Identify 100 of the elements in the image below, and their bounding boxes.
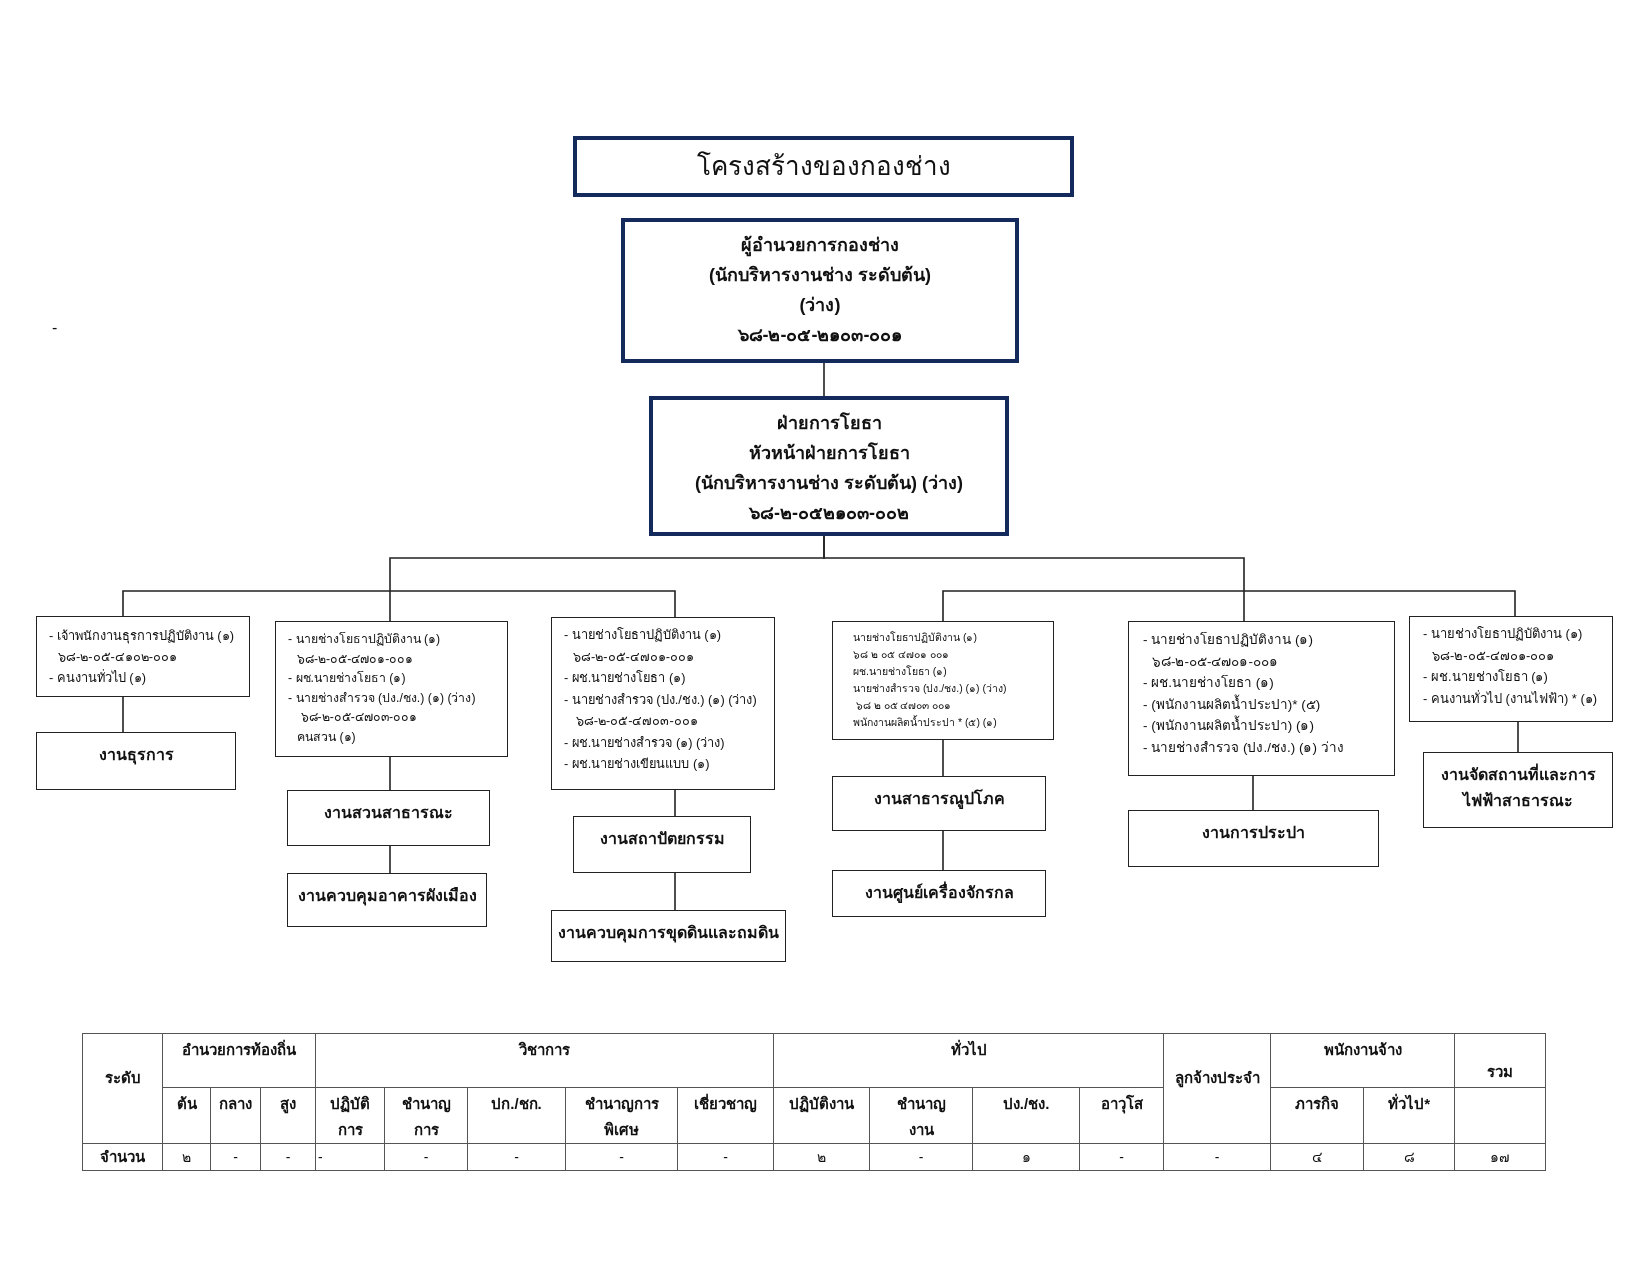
data-cell: -	[260, 1143, 316, 1171]
staff-list-box	[1128, 621, 1395, 776]
staff-list-box	[551, 617, 775, 790]
staff-list-box	[832, 621, 1054, 740]
connector-line	[823, 362, 825, 397]
data-cell: ๒	[162, 1143, 211, 1171]
connector-line	[389, 590, 391, 622]
data-cell: -	[1079, 1143, 1164, 1171]
column-header: พนักงานจ้าง	[1270, 1033, 1455, 1088]
column-header: อำนวยการท้องถิ่น	[162, 1033, 316, 1088]
staff-item: - ผช.นายช่างโยธา (๑)	[1423, 668, 1548, 686]
data-cell: -	[210, 1143, 261, 1171]
data-cell: -	[677, 1143, 774, 1171]
column-header: วิชาการ	[315, 1033, 774, 1088]
position-box	[621, 218, 1019, 363]
unit-box	[287, 873, 487, 927]
data-cell: -	[315, 1143, 385, 1171]
column-header: ชำนาญการพิเศษ	[565, 1087, 678, 1144]
staff-item: ๖๘-๒-๐๕-๔๗๐๑-๐๐๑	[1152, 652, 1278, 671]
staff-item: - คนงานทั่วไป (๑)	[49, 668, 146, 687]
staff-item: ๖๘ ๒ ๐๕ ๔๗๐๑ ๐๐๑	[853, 647, 949, 662]
connector-line	[122, 590, 391, 617]
connector-line	[942, 739, 944, 777]
connector-line	[389, 845, 391, 874]
row-header: จำนวน	[82, 1143, 163, 1171]
connector-line	[389, 590, 676, 618]
staff-item: ๖๘-๒-๐๕-๔๗๐๑-๐๐๑	[1432, 646, 1555, 665]
unit-box	[832, 870, 1046, 917]
unit-name: งานธุรการ	[98, 745, 174, 767]
position-title: (นักบริหารงานช่าง ระดับต้น) (ว่าง)	[695, 472, 963, 495]
column-header: ปง./ชง.	[972, 1087, 1080, 1144]
data-cell: ๔	[1270, 1143, 1364, 1171]
unit-name: งานศูนย์เครื่องจักรกล	[864, 880, 1014, 906]
unit-name: งานควบคุมการขุดดินและถมดิน	[558, 923, 779, 945]
column-header: ชำนาญการ	[384, 1087, 468, 1144]
position-title: ๖๘-๒-๐๕-๒๑๐๓-๐๐๑	[737, 324, 903, 347]
unit-name: งานการประปา	[1202, 823, 1305, 843]
connector-line	[942, 830, 944, 871]
unit-box	[551, 910, 786, 962]
position-title: (นักบริหารงานช่าง ระดับต้น)	[709, 264, 931, 287]
connector-line	[942, 590, 1245, 622]
diagram-title: โครงสร้างของกองช่าง	[573, 136, 1074, 197]
position-title: ผู้อำนวยการกองช่าง	[741, 234, 899, 259]
staff-item: นายช่างสำรวจ (ปง./ชง.) (๑) (ว่าง)	[853, 681, 1007, 696]
column-header: ทั่วไป	[773, 1033, 1164, 1088]
staff-list-box	[275, 621, 508, 757]
staff-item: ๖๘-๒-๐๕-๔๗๐๑-๐๐๑	[297, 650, 414, 668]
staff-item: ๖๘-๒-๐๕-๔๗๐๑-๐๐๑	[573, 647, 695, 666]
column-header: ทั่วไป*	[1363, 1087, 1455, 1144]
unit-name: งานสาธารณูปโภค	[873, 788, 1005, 811]
column-header: ภารกิจ	[1270, 1087, 1364, 1144]
column-header: รวม	[1454, 1033, 1546, 1088]
unit-box	[832, 776, 1046, 831]
unit-name: งานจัดสถานที่และการไฟฟ้าสาธารณะ	[1430, 762, 1606, 814]
unit-name: งานสวนสาธารณะ	[324, 803, 453, 823]
staff-item: - ผช.นายช่างเขียนแบบ (๑)	[564, 755, 710, 773]
data-cell: -	[1163, 1143, 1271, 1171]
unit-name: งานสถาปัตยกรรม	[599, 829, 725, 849]
staff-item: - นายช่างโยธาปฏิบัติงาน (๑)	[288, 631, 441, 648]
data-cell: ๑	[972, 1143, 1080, 1171]
staff-item: ๖๘-๒-๐๕-๔๑๐๒-๐๐๑	[58, 648, 178, 666]
connector-line	[1517, 721, 1519, 753]
connector-line	[122, 696, 124, 733]
staff-item: - ผช.นายช่างสำรวจ (๑) (ว่าง)	[564, 733, 725, 752]
staff-item: ผช.นายช่างโยธา (๑)	[853, 664, 947, 679]
column-header: ปฏิบัติการ	[315, 1087, 385, 1144]
column-header: เชี่ยวชาญ	[677, 1087, 774, 1144]
staff-item: - นายช่างโยธาปฏิบัติงาน (๑)	[564, 626, 721, 644]
position-box	[649, 396, 1009, 536]
unit-box	[573, 816, 751, 873]
staff-item: ๖๘-๒-๐๕-๔๗๐๓-๐๐๑	[575, 712, 698, 730]
position-title: (ว่าง)	[799, 294, 841, 317]
data-cell: -	[384, 1143, 468, 1171]
staff-item: ๖๘ ๒ ๐๕ ๔๗๐๓ ๐๐๑	[855, 698, 952, 713]
staff-item: - (พนักงานผลิตน้ำประปา) (๑)	[1143, 715, 1314, 737]
connector-line	[389, 756, 391, 791]
staff-list-box	[1409, 616, 1613, 722]
connector-line	[823, 535, 1245, 592]
staff-item: ๖๘-๒-๐๕-๔๗๐๓-๐๐๑	[300, 709, 417, 726]
connector-line	[674, 789, 676, 817]
column-header: ปก./ชก.	[467, 1087, 566, 1144]
data-cell: -	[565, 1143, 678, 1171]
unit-box	[36, 732, 236, 790]
data-cell: ๑๗	[1454, 1143, 1546, 1171]
unit-name: งานควบคุมอาคารผังเมือง	[297, 886, 477, 908]
staff-item: - (พนักงานผลิตน้ำประปา)* (๕)	[1143, 693, 1321, 714]
column-header: ลูกจ้างประจำ	[1163, 1033, 1271, 1144]
column-header: ต้น	[162, 1087, 211, 1144]
data-cell: ๘	[1363, 1143, 1455, 1171]
staff-item: - นายช่างสำรวจ (ปง./ชง.) (๑) (ว่าง)	[564, 690, 757, 709]
connector-line	[1243, 590, 1245, 622]
position-title: ฝ่ายการโยธา	[776, 411, 882, 435]
column-header: ปฏิบัติงาน	[773, 1087, 870, 1144]
staff-item: พนักงานผลิตน้ำประปา * (๕) (๑)	[853, 714, 997, 730]
dash-text: -	[52, 318, 58, 338]
column-header: ชำนาญงาน	[869, 1087, 973, 1144]
staff-item: - ผช.นายช่างโยธา (๑)	[288, 670, 406, 687]
unit-box	[1128, 810, 1379, 867]
position-title: หัวหน้าฝ่ายการโยธา	[748, 441, 910, 465]
staff-item: - ผช.นายช่างโยธา (๑)	[1143, 674, 1274, 692]
